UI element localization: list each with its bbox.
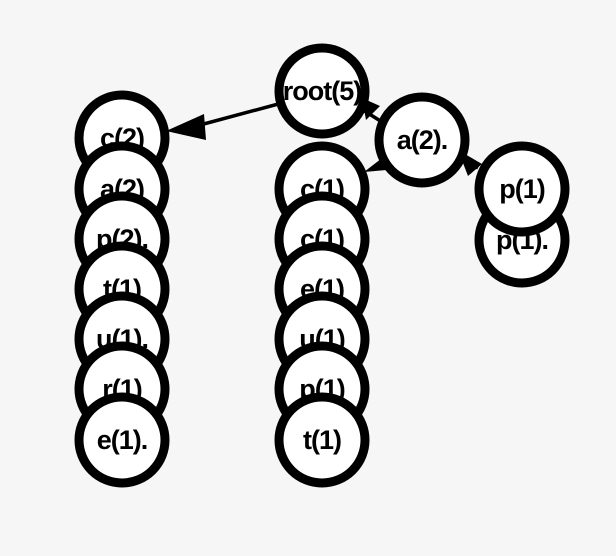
node-label: p(1): [499, 174, 545, 204]
middle-column: c(1) c(1) e(1) u(1) p(1) t(1): [274, 141, 370, 488]
node-t-middle: t(1): [274, 392, 370, 488]
node-root: root(5): [274, 43, 370, 139]
left-column: c(2) a(2) p(2). t(1) u(1). r(1) e(1).: [74, 90, 170, 488]
node-e-left: e(1).: [74, 392, 170, 488]
node-p1-right: p(1): [474, 141, 570, 237]
right-column: p(1). p(1): [474, 141, 570, 288]
node-label: t(1): [303, 425, 341, 455]
edge-root-to-c: [199, 101, 283, 127]
node-label: e(1).: [97, 425, 148, 455]
arrowhead-root-to-c: [166, 114, 206, 140]
node-label: root(5): [283, 76, 361, 106]
node-label: a(2).: [397, 125, 448, 155]
node-a-middle: a(2).: [374, 92, 470, 188]
